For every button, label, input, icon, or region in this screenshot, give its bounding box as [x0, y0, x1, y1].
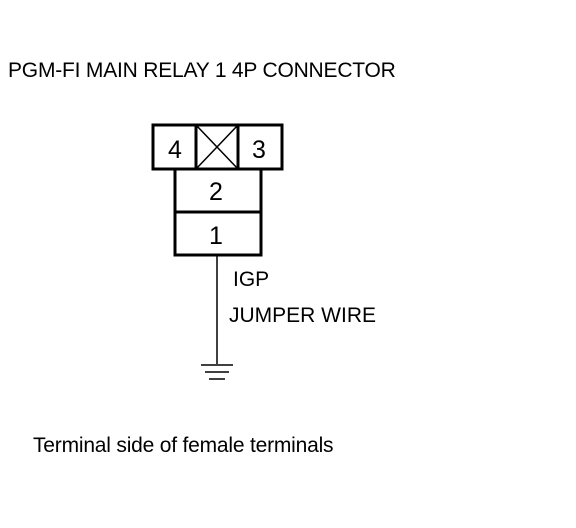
- jumper-wire-label: JUMPER WIRE: [229, 304, 376, 327]
- signal-label: IGP: [233, 268, 270, 291]
- pin-1-label: 1: [209, 222, 223, 250]
- pin-2-label: 2: [209, 178, 223, 206]
- blank-cavity-icon: [195, 124, 239, 170]
- pin-4-label: 4: [168, 136, 182, 164]
- diagram-title: PGM-FI MAIN RELAY 1 4P CONNECTOR: [8, 59, 396, 82]
- ground-icon: [201, 364, 233, 380]
- view-caption: Terminal side of female terminals: [33, 434, 334, 457]
- pin-3-label: 3: [252, 136, 266, 164]
